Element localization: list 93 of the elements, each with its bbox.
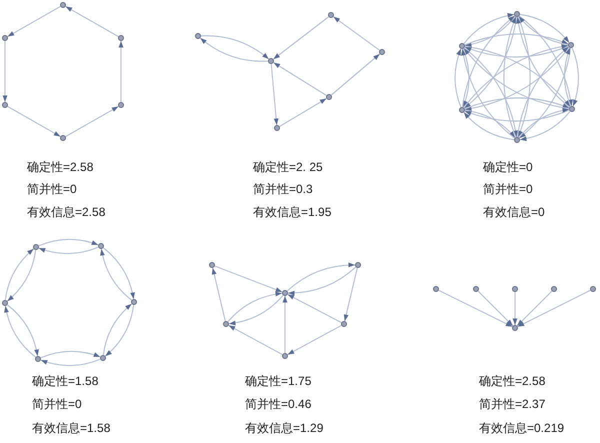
arrow — [438, 290, 513, 328]
node-dot — [326, 94, 332, 100]
node-dot — [473, 286, 479, 292]
metric-label: 确定性=2.58 — [27, 160, 94, 174]
node-dot — [268, 58, 274, 64]
arrow — [40, 358, 101, 366]
node-dot — [568, 42, 574, 48]
arrow — [38, 246, 99, 254]
arrow — [503, 16, 516, 138]
arrow — [38, 238, 99, 246]
arrow — [65, 6, 119, 38]
metric-label: 有效信息=0 — [483, 205, 545, 219]
node-dot — [274, 125, 280, 131]
arrow — [282, 296, 288, 354]
arrow — [2, 40, 8, 102]
arrow — [7, 106, 61, 138]
arrow — [279, 98, 327, 127]
arrow — [272, 16, 330, 60]
node-dot — [35, 356, 41, 362]
node-dot — [98, 243, 104, 249]
arrow — [518, 16, 531, 138]
arrow — [464, 46, 569, 58]
node-dot — [551, 286, 557, 292]
arrow — [332, 16, 380, 51]
node-dot — [33, 244, 39, 250]
metric-label: 简并性=0 — [483, 182, 533, 196]
metric-label: 有效信息=0.219 — [479, 421, 564, 435]
arrow — [572, 47, 579, 107]
node-dot — [459, 107, 465, 113]
arrow — [464, 110, 570, 122]
metric-label: 有效信息=2.58 — [27, 205, 106, 219]
metric-label: 简并性=0.46 — [245, 397, 312, 411]
arrow — [273, 62, 327, 96]
arrow — [462, 48, 470, 108]
metric-label: 简并性=0 — [27, 182, 77, 196]
metric-label: 确定性=1.75 — [245, 374, 312, 388]
arrow — [516, 290, 552, 326]
node-dot — [512, 286, 518, 292]
node-dot — [569, 106, 575, 112]
node-dot — [60, 2, 66, 8]
node-dot — [209, 262, 215, 268]
arrow — [464, 97, 570, 110]
node-dot — [433, 286, 439, 292]
node-dot — [223, 321, 229, 327]
arrow — [40, 350, 101, 358]
arrow — [512, 292, 518, 326]
node-dot — [355, 262, 361, 268]
arrow — [517, 290, 591, 328]
node-dot — [118, 102, 124, 108]
node-dot — [328, 12, 334, 18]
node-dot — [2, 300, 8, 306]
metric-label: 有效信息=1.95 — [253, 205, 332, 219]
arrow — [564, 47, 572, 107]
node-dot — [2, 102, 8, 108]
metric-label: 简并性=0.3 — [253, 182, 313, 196]
arrow — [118, 40, 124, 102]
arrow — [454, 48, 462, 108]
metric-label: 确定性=2. 25 — [253, 160, 323, 174]
arrow — [287, 294, 342, 324]
arrow — [330, 53, 380, 96]
node-dot — [2, 35, 8, 41]
metric-label: 有效信息=1.58 — [32, 421, 110, 435]
node-dot — [282, 353, 288, 359]
arrow — [270, 64, 279, 126]
arrow — [287, 324, 342, 356]
node-dot — [100, 355, 106, 361]
node-dot — [512, 325, 518, 331]
arrow — [464, 34, 569, 46]
arrow — [286, 262, 356, 292]
arrow — [7, 6, 61, 38]
arrow — [288, 266, 356, 296]
node-dot — [514, 11, 520, 17]
node-dot — [459, 43, 465, 49]
arrow — [344, 267, 358, 322]
metric-label: 简并性=2.37 — [479, 397, 546, 411]
metric-label: 简并性=0 — [32, 397, 82, 411]
node-dot — [131, 299, 137, 305]
metric-label: 有效信息=1.29 — [245, 421, 324, 435]
node-dot — [195, 33, 201, 39]
arrow — [228, 324, 283, 356]
metric-label: 确定性=0 — [483, 160, 533, 174]
node-dot — [590, 286, 596, 292]
node-dot — [379, 49, 385, 55]
node-dot — [118, 35, 124, 41]
arrow — [65, 106, 119, 138]
metric-label: 确定性=2.58 — [479, 374, 546, 388]
node-dot — [341, 321, 347, 327]
metric-label: 确定性=1.58 — [32, 374, 98, 388]
node-dot — [60, 135, 66, 141]
arrow — [212, 267, 226, 322]
arrow — [214, 266, 283, 292]
arrow — [478, 290, 514, 326]
node-dot — [282, 290, 288, 296]
